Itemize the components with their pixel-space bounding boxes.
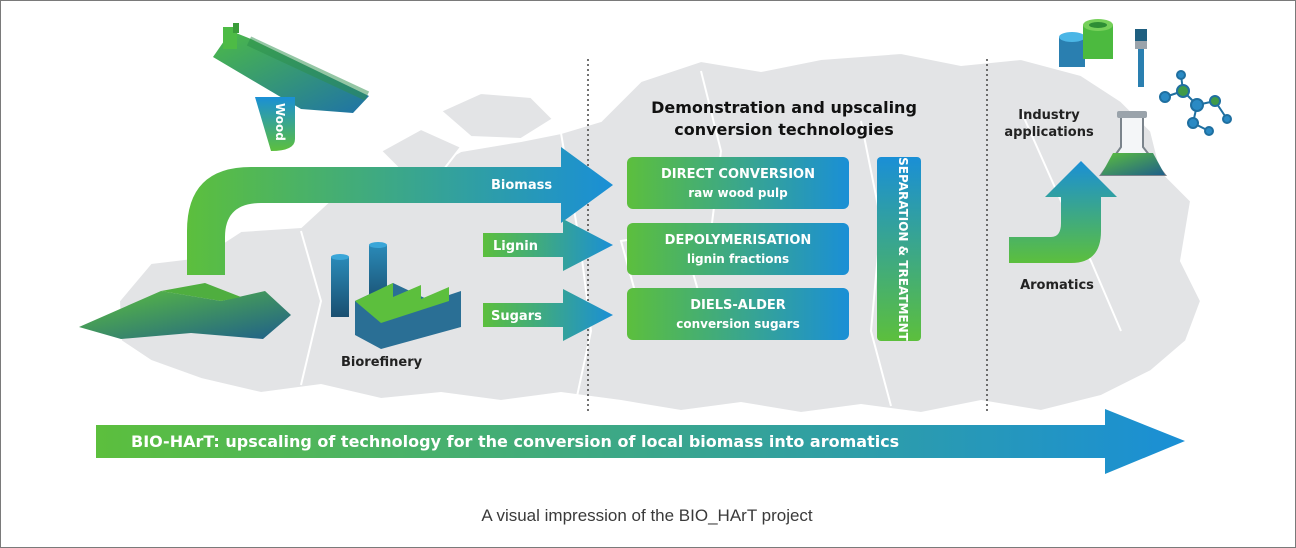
- aromatics-label: Aromatics: [1020, 278, 1094, 293]
- sugars-arrow: [483, 289, 613, 341]
- process-subtitle: lignin fractions: [687, 252, 789, 266]
- process-title: DIELS-ALDER: [690, 298, 786, 313]
- heading-line-1: Demonstration and upscaling: [651, 98, 917, 117]
- process-box-direct-conversion: DIRECT CONVERSION raw wood pulp: [627, 157, 849, 209]
- paint-cans-icon: [1059, 19, 1113, 67]
- process-subtitle: conversion sugars: [676, 317, 799, 331]
- process-title: DEPOLYMERISATION: [665, 233, 812, 248]
- land-icon: [79, 283, 291, 339]
- sugars-label: Sugars: [491, 309, 542, 324]
- industry-label-line-1: Industry: [1018, 108, 1080, 123]
- biomass-label: Biomass: [491, 178, 552, 193]
- process-subtitle: raw wood pulp: [688, 186, 788, 200]
- flask-icon: [1099, 111, 1168, 176]
- molecule-icon: [1159, 70, 1232, 136]
- paint-brush-icon: [1135, 29, 1147, 87]
- separation-label: SEPARATION & TREATMENT: [896, 157, 910, 341]
- heading-line-2: conversion technologies: [674, 120, 894, 139]
- factory-icon: [331, 242, 461, 349]
- figure-caption: A visual impression of the BIO_HArT proj…: [481, 506, 813, 525]
- process-box-diels-alder: DIELS-ALDER conversion sugars: [627, 288, 849, 340]
- process-box-depolymerisation: DEPOLYMERISATION lignin fractions: [627, 223, 849, 275]
- lignin-label: Lignin: [493, 239, 538, 254]
- banner-text: BIO-HArT: upscaling of technology for th…: [131, 432, 899, 451]
- lignin-arrow: [483, 219, 613, 271]
- biorefinery-label: Biorefinery: [341, 355, 423, 370]
- industry-label-line-2: applications: [1004, 125, 1094, 140]
- wood-arrow: [255, 97, 295, 151]
- aromatics-arrow: [1009, 161, 1117, 263]
- ship-icon: [213, 23, 370, 113]
- biomass-arrow: [187, 147, 613, 275]
- banner-arrow: [96, 409, 1185, 474]
- separation-treatment-box: SEPARATION & TREATMENT: [877, 157, 921, 342]
- wood-label: Wood: [273, 103, 287, 141]
- process-title: DIRECT CONVERSION: [661, 167, 815, 182]
